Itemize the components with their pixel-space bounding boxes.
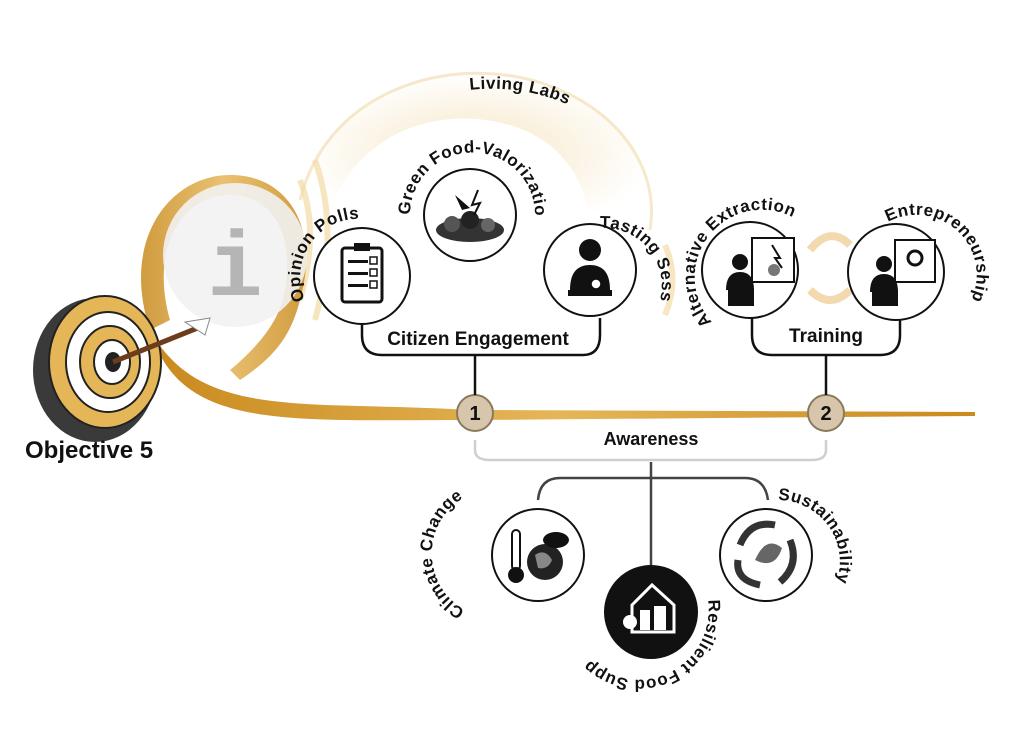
climate-change-label: Climate Change [417, 485, 468, 622]
target-with-arrow-icon [33, 295, 211, 442]
recycle-leaf-icon [734, 520, 797, 589]
presenter-gear-icon [870, 239, 936, 306]
milestone-2: 2 [807, 394, 845, 432]
opinion-polls-node [313, 227, 411, 325]
svg-text:1: 1 [469, 403, 480, 425]
living-labs-swoosh [298, 71, 653, 236]
svg-text:2: 2 [820, 403, 831, 425]
exchange-arrows [806, 232, 853, 304]
training-label: Training [789, 326, 863, 347]
person-tasting-icon [568, 239, 612, 296]
food-waste-pile-icon [436, 189, 504, 242]
objective-label: Objective 5 [25, 437, 153, 464]
green-workshops-node [423, 168, 517, 262]
awareness-bracket [473, 440, 828, 462]
resilient-food-supply-node [604, 565, 698, 659]
food-house-icon [623, 582, 676, 634]
training-bracket [750, 318, 902, 395]
tasting-sessions-node [543, 223, 637, 317]
awareness-label: Awareness [604, 429, 699, 449]
thermometer-globe-co2-icon [508, 529, 569, 583]
alternative-extraction-node [701, 221, 799, 319]
svg-text:i: i [207, 218, 262, 323]
citizen-engagement-bracket [360, 318, 602, 395]
presenter-extraction-icon [726, 237, 795, 306]
clipboard-checklist-icon [340, 243, 384, 304]
milestone-1: 1 [456, 394, 494, 432]
info-icon: i [163, 183, 307, 327]
climate-change-node [491, 508, 585, 602]
awareness-branches [536, 462, 770, 572]
citizen-engagement-label: Citizen Engagement [387, 329, 569, 350]
sustainability-node [719, 508, 813, 602]
entrepreneurship-node [847, 223, 945, 321]
